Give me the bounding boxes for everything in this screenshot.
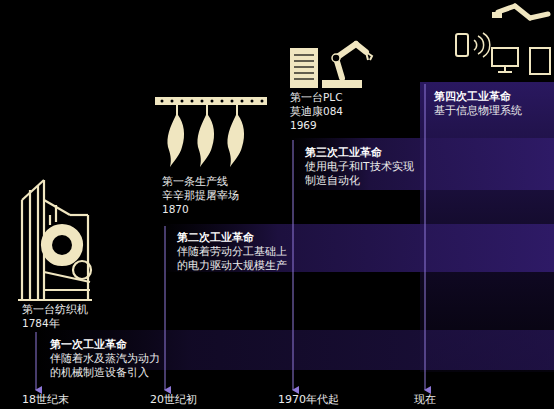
year: 1870 <box>162 203 242 217</box>
era-heading: 第一次工业革命 <box>50 338 160 352</box>
loom-illustration <box>18 180 92 300</box>
band <box>290 138 554 190</box>
axis-label: 20世纪初 <box>150 393 240 407</box>
year: 1784年 <box>22 317 112 331</box>
time-arrows <box>36 84 425 390</box>
axis-label: 1970年代起 <box>278 393 378 407</box>
year: 1969 <box>290 119 370 133</box>
band <box>160 224 554 272</box>
axis-label: 现在 <box>414 393 494 407</box>
caption: 第一台纺织机 <box>22 303 112 317</box>
era-heading: 第二次工业革命 <box>177 231 289 245</box>
caption: 第一台PLC <box>290 91 410 105</box>
caption: 第一条生产线 <box>162 175 272 189</box>
era-description: 使用电子和IT技术实现制造自动化 <box>305 160 417 187</box>
era-description: 伴随着劳动分工基础上的电力驱动大规模生产 <box>177 245 289 272</box>
axis-label: 18世纪末 <box>22 393 112 407</box>
production-line-illustration <box>155 97 267 167</box>
plc-robot-illustration <box>290 44 372 88</box>
era-heading: 第三次工业革命 <box>305 146 420 160</box>
era-heading: 第四次工业革命 <box>434 90 552 104</box>
caption: 辛辛那提屠宰场 <box>162 189 272 203</box>
caption: 莫迪康084 <box>290 105 410 119</box>
era-description: 基于信息物理系统 <box>434 104 524 118</box>
devices-illustration <box>456 6 550 74</box>
era-description: 伴随着水及蒸汽为动力的机械制造设备引入 <box>50 352 162 379</box>
